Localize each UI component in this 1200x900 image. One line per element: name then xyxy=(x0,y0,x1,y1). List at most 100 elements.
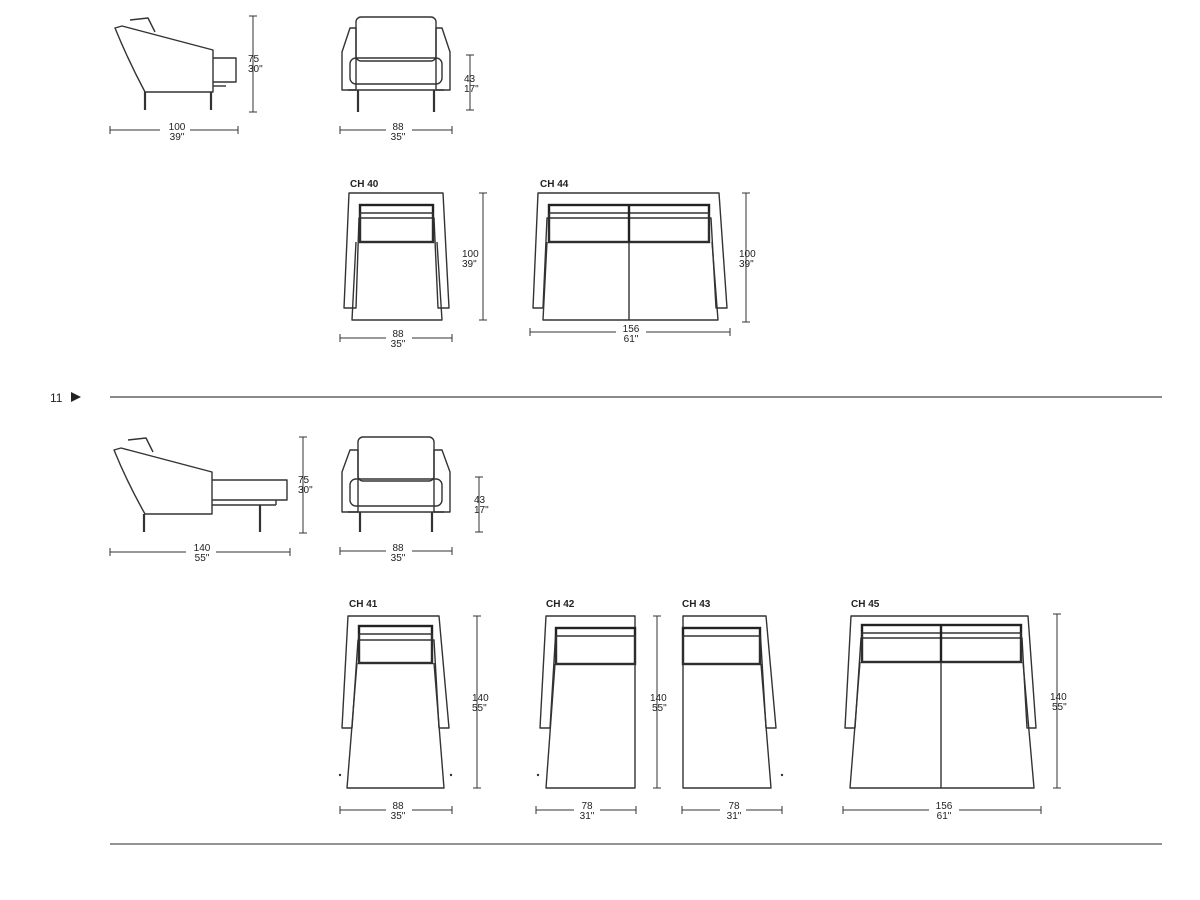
model-label-ch42: CH 42 xyxy=(546,599,575,610)
side-view-100 xyxy=(114,17,237,110)
front-view-88b xyxy=(341,436,451,532)
front-arm-right xyxy=(435,27,451,91)
plan-ch42 xyxy=(536,615,637,789)
dim-value-inch: 35" xyxy=(391,553,406,564)
page-number: 11 xyxy=(50,391,63,405)
dim-value: 75 xyxy=(248,54,260,65)
side-back-arm xyxy=(114,25,214,93)
plan-back-cushion xyxy=(681,626,762,666)
dim-value: 156 xyxy=(623,324,640,335)
dim-value: 100 xyxy=(462,249,479,260)
dim-value-inch: 39" xyxy=(739,259,754,270)
page-arrow-icon xyxy=(71,392,81,402)
dim-value-inch: 61" xyxy=(624,334,639,345)
plan-chaise-seat xyxy=(346,662,445,789)
dim-value-inch: 39" xyxy=(462,259,477,270)
plan-seat-back xyxy=(555,635,636,665)
dim-value-inch: 30" xyxy=(298,485,313,496)
side-headrest xyxy=(129,17,156,33)
plan-ch45 xyxy=(844,615,1037,789)
dim-seat-height-43: 43 17" xyxy=(464,54,479,111)
dim-front-width-88b: 88 35" xyxy=(339,543,453,564)
dim-ch40-width: 88 35" xyxy=(339,329,453,350)
plan-ch40 xyxy=(343,192,450,321)
plan-seat-back xyxy=(358,633,433,664)
front-arm-left xyxy=(341,27,357,91)
plan-seat xyxy=(542,241,719,321)
dim-value: 88 xyxy=(392,543,404,554)
dim-value: 78 xyxy=(728,801,740,812)
dim-value-inch: 55" xyxy=(472,703,487,714)
plan-ch44 xyxy=(532,192,728,321)
dim-value: 156 xyxy=(936,801,953,812)
dim-value-inch: 31" xyxy=(727,811,742,822)
dim-value-inch: 30" xyxy=(248,64,263,75)
plan-back-cushion xyxy=(358,203,435,244)
dim-seat-height-43b: 43 17" xyxy=(474,476,489,533)
model-label-ch44: CH 44 xyxy=(540,179,569,190)
dim-ch44-width: 156 61" xyxy=(529,324,731,345)
front-seat xyxy=(349,478,443,507)
dim-value: 140 xyxy=(472,693,489,704)
dim-side-depth-100: 100 39" xyxy=(109,122,239,143)
model-label-ch43: CH 43 xyxy=(682,599,711,610)
side-view-140 xyxy=(113,437,288,532)
dim-value-inch: 55" xyxy=(652,703,667,714)
dim-value: 78 xyxy=(581,801,593,812)
dim-value-inch: 31" xyxy=(580,811,595,822)
side-seat xyxy=(213,57,237,83)
dim-ch42-width: 78 31" xyxy=(535,801,637,822)
dim-ch45-depth: 140 55" xyxy=(1050,613,1067,789)
front-arm-right xyxy=(433,449,451,513)
model-label-ch40: CH 40 xyxy=(350,179,379,190)
plan-seat xyxy=(351,241,443,321)
dim-ch42-depth: 140 55" xyxy=(650,615,667,789)
dim-side-height-75b: 75 30" xyxy=(298,436,313,534)
dim-value: 140 xyxy=(650,693,667,704)
dim-value-inch: 61" xyxy=(937,811,952,822)
dim-value-inch: 35" xyxy=(391,132,406,143)
plan-chaise-seat xyxy=(849,661,1035,789)
front-seat xyxy=(349,57,443,85)
dim-front-width-88: 88 35" xyxy=(339,122,453,143)
dim-ch43-width: 78 31" xyxy=(681,801,783,822)
dim-value-inch: 55" xyxy=(1052,702,1067,713)
front-back-cushion xyxy=(357,436,435,482)
dim-value-inch: 39" xyxy=(170,132,185,143)
dim-value: 75 xyxy=(298,475,310,486)
dim-ch41-width: 88 35" xyxy=(339,801,453,822)
front-back-cushion xyxy=(355,16,437,62)
plan-back-cushion xyxy=(357,624,434,665)
plan-frame xyxy=(532,192,728,309)
dim-value-inch: 17" xyxy=(464,84,479,95)
dim-value: 88 xyxy=(392,801,404,812)
model-label-ch45: CH 45 xyxy=(851,599,880,610)
dim-value-inch: 35" xyxy=(391,339,406,350)
dim-value: 100 xyxy=(169,122,186,133)
dim-ch45-width: 156 61" xyxy=(842,801,1042,822)
plan-ch43 xyxy=(681,615,784,789)
model-label-ch41: CH 41 xyxy=(349,599,378,610)
plan-frame xyxy=(343,192,450,309)
dim-ch41-depth: 140 55" xyxy=(472,615,489,789)
dim-value: 100 xyxy=(739,249,756,260)
dim-value: 88 xyxy=(392,122,404,133)
side-chaise-seat xyxy=(212,479,288,501)
dim-value: 88 xyxy=(392,329,404,340)
plan-chaise-seat xyxy=(682,663,772,789)
dim-value: 43 xyxy=(474,495,486,506)
front-view-88 xyxy=(341,16,451,112)
dim-value: 140 xyxy=(194,543,211,554)
plan-ch41 xyxy=(338,615,453,789)
plan-chaise-seat xyxy=(545,663,636,789)
dim-ch40-depth: 100 39" xyxy=(462,192,487,321)
dim-value-inch: 35" xyxy=(391,811,406,822)
dim-value-inch: 55" xyxy=(195,553,210,564)
plan-seat-back xyxy=(359,212,434,243)
plan-back-cushion xyxy=(554,626,637,666)
dim-value: 43 xyxy=(464,74,476,85)
front-arm-left xyxy=(341,449,359,513)
dim-side-height-75: 75 30" xyxy=(248,15,263,113)
dim-value-inch: 17" xyxy=(474,505,489,516)
side-headrest xyxy=(127,437,154,453)
